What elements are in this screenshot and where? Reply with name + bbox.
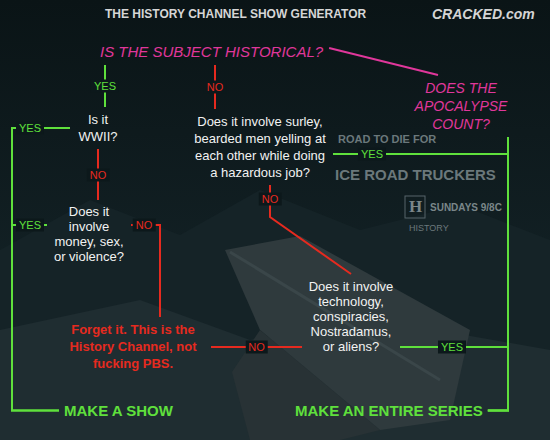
logo-frame	[405, 196, 425, 218]
node-text: IS THE SUBJECT HISTORICAL?	[100, 43, 323, 61]
outcome-node: MAKE A SHOW	[62, 400, 175, 421]
connector	[12, 128, 70, 411]
edge-label: NO	[259, 193, 282, 206]
node-text: Is it WWII?	[75, 111, 121, 145]
site-logo: CRACKED.com	[432, 6, 535, 22]
node-text: DOES THE APOCALYPSE COUNT?	[410, 79, 512, 133]
connector	[131, 225, 160, 317]
watermark: HISTORY	[409, 223, 449, 233]
watermark: ICE ROAD TRUCKERS	[335, 166, 496, 183]
node-text: Does it involve money, sex, or violence?	[52, 204, 126, 264]
watermark: SUNDAYS 9/8C	[430, 202, 502, 213]
rejection-node: Forget it. This is the History Channel, …	[58, 320, 208, 373]
edge-label: YES	[91, 80, 119, 93]
edge-label: YES	[16, 122, 44, 135]
outcome-node: MAKE AN ENTIRE SERIES	[293, 400, 485, 421]
edge-label: NO	[204, 81, 227, 94]
connector	[12, 225, 59, 411]
mountain	[0, 190, 550, 440]
edge-label: NO	[87, 168, 110, 181]
question-node: Does it involve money, sex, or violence?	[50, 203, 128, 265]
edge-label: YES	[358, 148, 386, 161]
node-text: Does it involve surley, bearded men yell…	[192, 113, 328, 181]
node-text: MAKE AN ENTIRE SERIES	[295, 401, 483, 420]
edge-label: YES	[438, 341, 466, 354]
connector	[270, 185, 351, 274]
node-text: Forget it. This is the History Channel, …	[60, 321, 206, 372]
channel-logo: H	[409, 197, 422, 217]
edge-label: NO	[133, 219, 156, 232]
question-node: Does it involve technology, conspiracies…	[305, 278, 397, 355]
question-node: Does it involve surley, bearded men yell…	[190, 112, 330, 182]
connector	[329, 48, 438, 75]
edge-label: YES	[16, 219, 44, 232]
connector	[400, 347, 508, 411]
watermark: ROAD TO DIE FOR	[338, 133, 436, 145]
question-node: DOES THE APOCALYPSE COUNT?	[408, 78, 514, 134]
node-text: MAKE A SHOW	[64, 401, 173, 420]
node-text: Does it involve technology, conspiracies…	[307, 279, 395, 354]
edge-label: NO	[245, 341, 268, 354]
question-node: Is it WWII?	[73, 110, 123, 146]
chart-title: THE HISTORY CHANNEL SHOW GENERATOR	[105, 7, 366, 21]
trailer-edge	[230, 252, 440, 380]
start-question: IS THE SUBJECT HISTORICAL?	[98, 42, 325, 62]
